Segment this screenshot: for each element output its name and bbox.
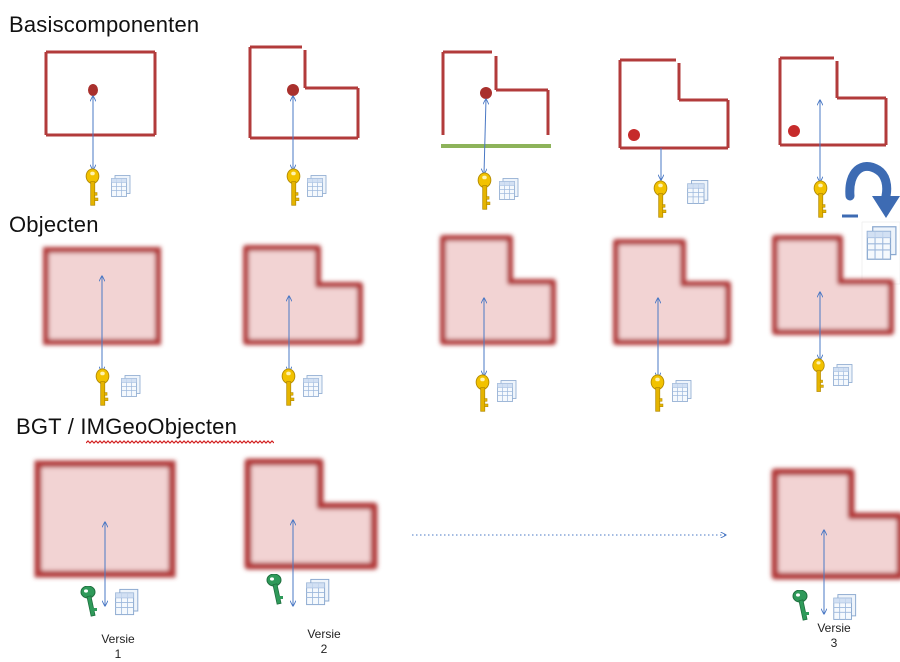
version-label-2: Versie 2 xyxy=(294,627,354,657)
point-marker xyxy=(788,125,800,137)
version-number: 3 xyxy=(830,636,838,650)
point-marker xyxy=(628,129,640,141)
object-4 xyxy=(613,239,731,412)
table-icon xyxy=(111,175,131,197)
key-icon xyxy=(477,172,492,210)
basis-part-3 xyxy=(441,50,551,210)
key-icon xyxy=(80,586,98,617)
version-word: Versie xyxy=(101,632,135,646)
bgt-object-version-2 xyxy=(244,458,378,606)
objects-row xyxy=(43,235,894,412)
table-icon xyxy=(121,375,141,397)
object-3 xyxy=(440,235,556,412)
key-icon xyxy=(281,368,296,406)
key-icon xyxy=(95,368,110,406)
version-label-3: Versie 3 xyxy=(804,621,864,651)
point-marker xyxy=(88,84,98,96)
heading-objecten: Objecten xyxy=(9,212,99,237)
version-word: Versie xyxy=(307,627,341,641)
key-icon xyxy=(475,374,490,412)
version-number: 2 xyxy=(320,642,328,656)
basis-part-4 xyxy=(618,58,730,218)
table-icon xyxy=(497,380,517,402)
basis-part-1 xyxy=(44,50,157,206)
key-icon xyxy=(266,574,284,605)
key-icon xyxy=(812,358,825,393)
object-5 xyxy=(772,235,894,393)
heading-bgt-imgeoobjecten: BGT / IMGeoObjecten xyxy=(16,414,238,439)
spellcheck-underline xyxy=(86,440,274,444)
bgt-object-version-3 xyxy=(771,468,900,621)
table-icon xyxy=(672,380,692,402)
basis-row xyxy=(44,45,900,285)
heading-basiscomponenten: Basiscomponenten xyxy=(9,12,200,37)
basis-part-2 xyxy=(248,45,360,206)
version-number: 1 xyxy=(114,647,122,661)
object-2 xyxy=(243,245,363,406)
version-label-1: Versie 1 xyxy=(88,632,148,662)
link-arrow xyxy=(484,99,486,174)
table-icon xyxy=(307,175,327,197)
point-marker xyxy=(287,84,299,96)
table-icon xyxy=(866,226,897,260)
bgt-row xyxy=(34,458,900,621)
key-icon xyxy=(650,374,665,412)
point-marker xyxy=(480,87,492,99)
table-icon xyxy=(115,588,139,616)
basis-part-5 xyxy=(778,56,900,285)
table-icon xyxy=(833,594,857,620)
key-icon xyxy=(653,180,668,218)
key-icon xyxy=(792,590,810,621)
table-icon xyxy=(833,364,853,386)
table-icon xyxy=(306,578,330,606)
key-icon xyxy=(286,168,301,206)
version-word: Versie xyxy=(817,621,851,635)
curved-arrow-icon xyxy=(845,162,900,218)
table-icon xyxy=(687,180,709,204)
table-icon xyxy=(499,178,519,200)
bgt-object-version-1 xyxy=(34,460,176,617)
table-icon xyxy=(303,375,323,397)
key-icon xyxy=(85,168,100,206)
key-icon xyxy=(813,180,828,218)
object-1 xyxy=(43,247,161,406)
